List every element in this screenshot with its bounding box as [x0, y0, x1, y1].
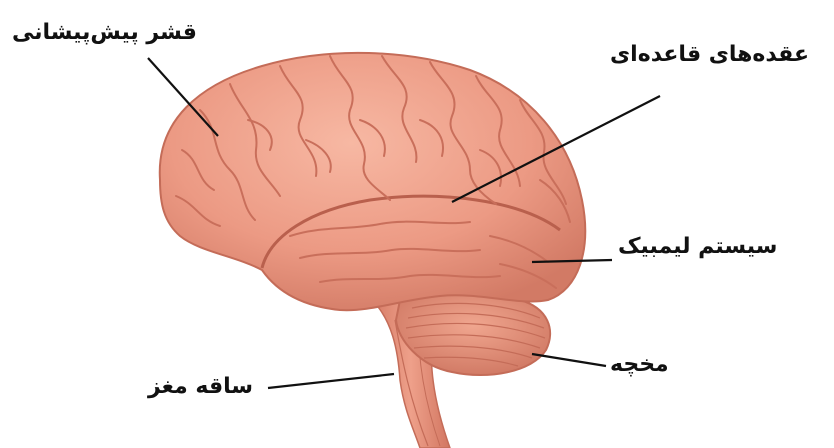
label-cerebellum: مخچه	[610, 354, 669, 376]
label-prefrontal-cortex: قشر پیش‌پیشانی	[12, 22, 197, 44]
leader-cerebellum	[532, 354, 606, 366]
label-limbic-system: سیستم لیمبیک	[618, 236, 777, 258]
label-brainstem: ساقه مغز	[148, 376, 253, 398]
leader-brainstem	[268, 374, 394, 388]
cerebrum-shape	[160, 53, 585, 310]
label-basal-ganglia: عقده‌های قاعده‌ای	[610, 44, 809, 66]
